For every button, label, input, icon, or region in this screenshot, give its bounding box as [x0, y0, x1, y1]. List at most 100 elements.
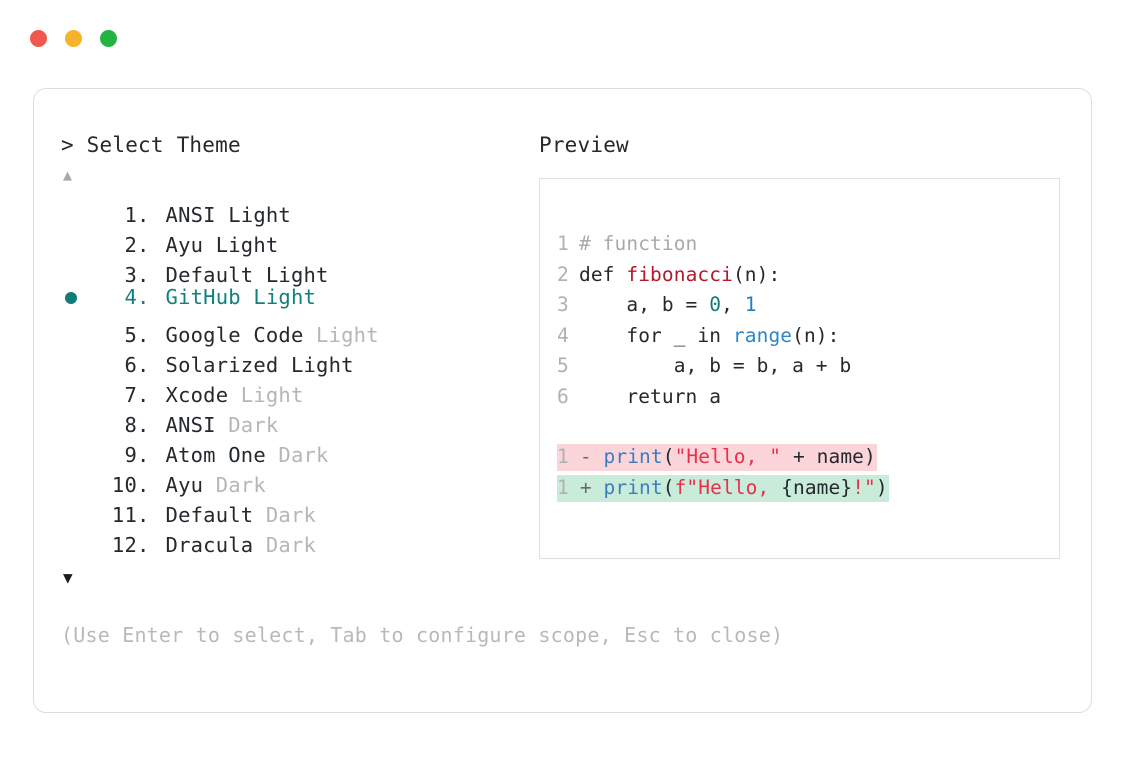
diff-highlight: 1 - print("Hello, " + name): [557, 444, 877, 471]
theme-list-item[interactable]: 4. GitHub Light: [61, 282, 531, 312]
code-token: range: [732, 323, 793, 347]
line-number: 1: [557, 232, 569, 255]
prompt-caret-icon: >: [61, 133, 74, 157]
code-token: {name}: [781, 475, 853, 499]
code-token: a, b = b, a + b: [579, 354, 852, 377]
theme-list-item[interactable]: 9. Atom One Dark: [61, 432, 531, 467]
code-token: 0: [709, 293, 722, 316]
theme-item-index-dot: .: [137, 233, 150, 257]
code-token: (n):: [732, 262, 781, 286]
diff-highlight: 1 + print(f"Hello, {name}!"): [557, 474, 889, 502]
gutter-gap: [568, 260, 579, 291]
selected-bullet-icon: [65, 292, 77, 304]
theme-item-index-dot: .: [137, 203, 150, 227]
minimize-dot[interactable]: [65, 30, 82, 47]
theme-item-name: GitHub Light: [153, 285, 317, 309]
theme-item-index-dot: .: [137, 473, 150, 497]
selection-bullet-cell: [61, 312, 91, 342]
theme-item-name: Default: [153, 503, 254, 527]
selection-bullet-cell: [61, 372, 91, 402]
scroll-up-icon[interactable]: ▲: [63, 166, 73, 184]
code-token: 1: [744, 293, 757, 316]
theme-item-variant: Dark: [253, 533, 317, 557]
line-number: 1: [557, 445, 569, 468]
code-token: fibonacci: [626, 262, 733, 286]
theme-list-item[interactable]: 2. Ayu Light: [61, 222, 531, 257]
code-token: ): [875, 475, 888, 499]
selection-bullet-cell: [61, 492, 91, 522]
selection-bullet-cell: [61, 402, 91, 432]
code-token: !": [852, 475, 876, 499]
theme-item-variant: Dark: [215, 413, 279, 437]
selection-bullet-cell: [61, 432, 91, 462]
selection-bullet-cell: [61, 462, 91, 492]
gutter-gap: [568, 321, 579, 352]
code-line: 5 a, b = b, a + b: [557, 351, 1053, 382]
gutter-gap: [568, 351, 579, 382]
theme-item-name: ANSI: [153, 413, 216, 437]
keyboard-hint: (Use Enter to select, Tab to configure s…: [61, 623, 784, 647]
code-token: a, b =: [579, 293, 710, 316]
theme-item-index-dot: .: [137, 383, 150, 407]
theme-item-variant: Dark: [265, 443, 329, 467]
theme-item-index-dot: .: [137, 413, 150, 437]
theme-item-name: Atom One: [153, 443, 266, 467]
theme-item-index-dot: .: [137, 263, 150, 287]
gutter-gap: [568, 229, 579, 260]
theme-list-item[interactable]: 8. ANSI Dark: [61, 402, 531, 437]
theme-item-index-dot: .: [137, 503, 150, 527]
theme-item-index-dot: .: [137, 443, 150, 467]
theme-list-item[interactable]: 7. Xcode Light: [61, 372, 531, 407]
code-token: print: [603, 475, 663, 499]
theme-item-index: 7: [124, 383, 137, 407]
code-line: 1 # function: [557, 229, 1053, 260]
selection-bullet-cell: [61, 283, 91, 313]
theme-list-item[interactable]: 5. Google Code Light: [61, 312, 531, 347]
theme-list-item[interactable]: 6. Solarized Light: [61, 342, 531, 377]
theme-item-name: Ayu Light: [153, 233, 279, 257]
code-token: + name): [781, 445, 876, 468]
theme-item-name: Dracula: [153, 533, 254, 557]
theme-item-index-dot: .: [137, 285, 150, 309]
window-titlebar: [30, 30, 117, 47]
close-dot[interactable]: [30, 30, 47, 47]
theme-list-item[interactable]: 11. Default Dark: [61, 492, 531, 527]
theme-list-item[interactable]: 1. ANSI Light: [61, 192, 531, 227]
code-line: 6 return a: [557, 382, 1053, 413]
theme-list-item[interactable]: 12. Dracula Dark: [61, 522, 531, 557]
theme-item-name: Default Light: [153, 263, 329, 287]
selection-bullet-cell: [61, 252, 91, 282]
code-token: for _ in: [579, 323, 733, 347]
code-diff-spacer: [557, 412, 1053, 442]
code-token: (n):: [792, 323, 840, 347]
scroll-down-icon[interactable]: ▼: [63, 568, 73, 587]
line-number: 5: [557, 354, 569, 377]
diff-sign: -: [568, 445, 604, 468]
code-token: (: [662, 475, 675, 499]
code-token: (: [662, 445, 675, 468]
code-token: def: [579, 262, 627, 286]
theme-item-index: 10: [111, 473, 137, 497]
theme-item-index-dot: .: [137, 323, 150, 347]
theme-item-variant: Light: [228, 383, 304, 407]
line-number: 6: [557, 384, 569, 408]
code-token: # function: [579, 232, 698, 255]
selection-bullet-cell: [61, 342, 91, 372]
theme-list-item[interactable]: 10. Ayu Dark: [61, 462, 531, 497]
theme-item-name: Google Code: [153, 323, 304, 347]
theme-item-index: 5: [124, 323, 137, 347]
line-number: 3: [557, 293, 569, 316]
select-theme-prompt: > Select Theme: [61, 132, 531, 158]
theme-item-index: 4: [124, 285, 137, 309]
gutter-gap: [568, 290, 579, 321]
code-token: f"Hello,: [674, 475, 782, 499]
code-line: 3 a, b = 0, 1: [557, 290, 1053, 321]
maximize-dot[interactable]: [100, 30, 117, 47]
gutter-gap: [568, 382, 579, 413]
theme-item-index: 12: [111, 533, 137, 557]
theme-list-item[interactable]: 3. Default Light: [61, 252, 531, 287]
